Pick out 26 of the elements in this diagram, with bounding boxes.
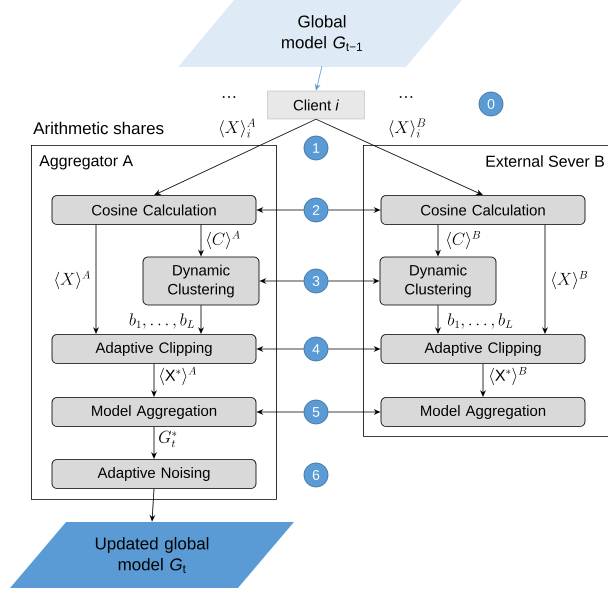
caption-text: Arithmetic shares bbox=[33, 122, 164, 134]
model-parallelogram: Global model G$_{t−1}$ bbox=[178, 0, 462, 67]
process-box: Model Aggregation bbox=[52, 397, 256, 427]
process-box: Cosine Calculation bbox=[380, 195, 586, 225]
edge-label: $b_1,\dots,b_L$ bbox=[130, 313, 194, 329]
share-label: $\langle X\rangle_i^A$ bbox=[220, 118, 256, 138]
edge-label: $\langle \mathrm{X}^{*}\rangle^A$ bbox=[160, 366, 196, 385]
process-box: Adaptive Noising bbox=[52, 459, 256, 489]
process-box: Adaptive Clipping bbox=[52, 334, 256, 364]
process-box: Cosine Calculation bbox=[52, 195, 256, 225]
process-box: Dynamic Clustering bbox=[142, 256, 260, 306]
process-box: Model Aggregation bbox=[380, 397, 586, 427]
model-parallelogram: Updated global model G$_{t}$ bbox=[10, 522, 294, 588]
edge-label: $\langle C\rangle^A$ bbox=[207, 230, 240, 249]
edge-label: $\langle X\rangle^A$ bbox=[55, 270, 90, 289]
edge-label: $\langle C\rangle^B$ bbox=[447, 231, 480, 249]
edge-label: $G_t^{*}$ bbox=[159, 430, 176, 448]
share-label: $\langle X\rangle_i^B$ bbox=[390, 118, 426, 138]
edge-label: $b_1,\dots,b_L$ bbox=[448, 313, 512, 329]
ellipsis: … bbox=[400, 96, 412, 98]
ellipsis: … bbox=[222, 96, 236, 98]
process-box: Adaptive Clipping bbox=[380, 334, 586, 364]
client-box: Client i bbox=[267, 90, 365, 120]
edge-label: $\langle X\rangle^B$ bbox=[552, 271, 588, 289]
process-box: Dynamic Clustering bbox=[380, 256, 496, 306]
edge-label: $\langle \mathrm{X}^{*}\rangle^B$ bbox=[490, 367, 526, 385]
